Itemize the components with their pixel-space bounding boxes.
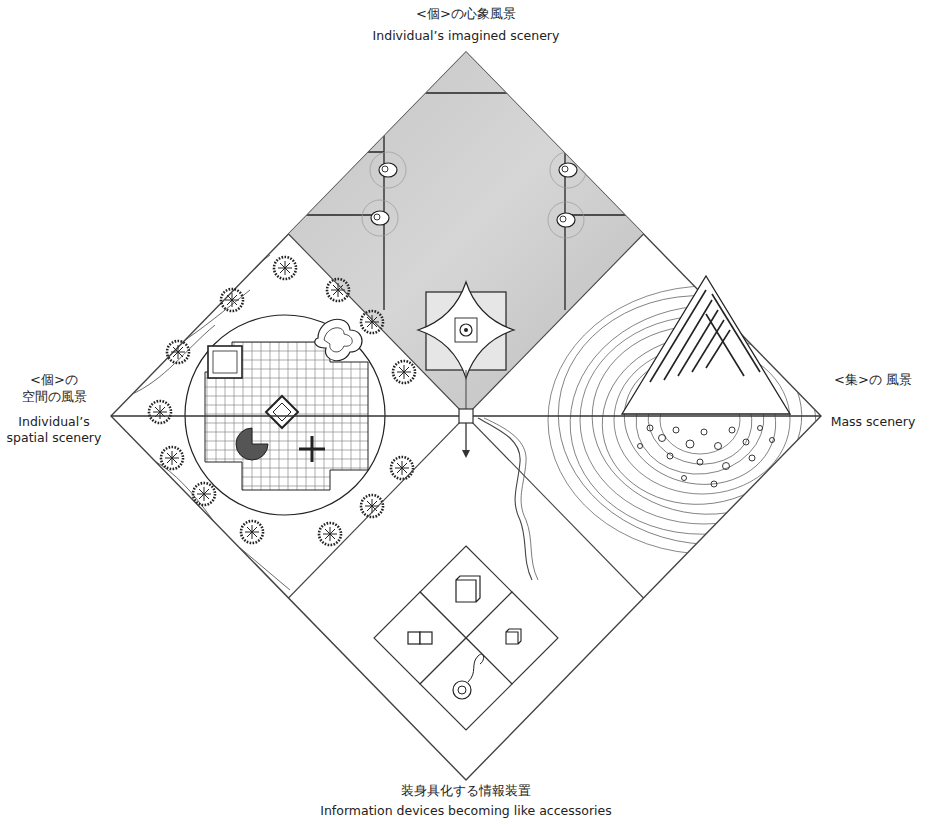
device-icon bbox=[420, 632, 432, 644]
pool-inner bbox=[324, 328, 352, 352]
frame-line bbox=[383, 93, 384, 310]
step-line bbox=[678, 310, 718, 376]
center-diamond-inner bbox=[273, 403, 291, 421]
contour-ring bbox=[548, 286, 868, 554]
crowd-dot bbox=[647, 425, 653, 431]
cross-mark bbox=[299, 436, 325, 462]
crowd-dot bbox=[743, 439, 749, 445]
tree-symbol bbox=[361, 311, 383, 333]
trees bbox=[149, 257, 415, 545]
frame-line bbox=[565, 151, 640, 152]
pavilion-inner bbox=[213, 351, 237, 373]
pond-symbol bbox=[550, 152, 586, 188]
device-icon bbox=[453, 681, 471, 699]
quarter-disc bbox=[236, 428, 268, 460]
device-icon bbox=[456, 576, 480, 602]
frame-line bbox=[300, 151, 384, 152]
device-icon bbox=[458, 686, 466, 694]
quadrant-heading-en: Information devices becoming like access… bbox=[246, 803, 686, 819]
crowd-dot bbox=[667, 453, 673, 459]
quadrant-heading-en: Mass scenery bbox=[823, 414, 923, 430]
tree-symbol bbox=[161, 447, 183, 469]
crowd-dots bbox=[638, 425, 775, 487]
crowd-dot bbox=[729, 427, 735, 433]
crowd-dot bbox=[686, 440, 694, 448]
crowd-dot bbox=[758, 426, 763, 431]
figure-dot bbox=[464, 328, 468, 332]
figure-symbol bbox=[460, 324, 472, 336]
quadrant-heading: 装身具化する情報装置 bbox=[256, 783, 676, 800]
pond-symbol bbox=[374, 78, 410, 114]
crowd-dot bbox=[711, 481, 717, 487]
pond-symbol bbox=[530, 76, 566, 112]
crowd-dot bbox=[770, 438, 775, 443]
outer-diamond bbox=[111, 52, 821, 780]
frame-line bbox=[565, 214, 635, 215]
tree-symbol bbox=[361, 495, 383, 517]
center-diamond bbox=[266, 396, 298, 428]
crowd-dot bbox=[638, 444, 643, 449]
contours bbox=[111, 250, 455, 590]
devices-quadrant bbox=[374, 546, 558, 730]
ponds bbox=[362, 76, 586, 238]
pond-symbol bbox=[548, 202, 584, 238]
tree-symbol bbox=[241, 521, 263, 543]
device-icon bbox=[408, 632, 420, 644]
pool-shape bbox=[315, 319, 362, 360]
pavilion bbox=[208, 346, 242, 378]
mass-scenery-quadrant bbox=[478, 276, 868, 580]
device-diamond bbox=[420, 638, 512, 730]
plaza-circle bbox=[185, 315, 385, 515]
tree-symbol bbox=[221, 289, 243, 311]
step-line bbox=[664, 300, 712, 380]
crowd-dot bbox=[749, 455, 755, 461]
step-line bbox=[650, 290, 706, 382]
contour-line bbox=[330, 480, 455, 580]
quadrant-heading: <個>の 空間の風景 bbox=[2, 372, 106, 406]
crowd-dot bbox=[659, 435, 666, 442]
step-line bbox=[706, 314, 744, 376]
frame-line bbox=[330, 92, 620, 93]
crowd-dot bbox=[673, 427, 679, 433]
tree-symbol bbox=[319, 523, 341, 545]
tree-symbol bbox=[149, 401, 171, 423]
quadrant-heading: <集>の 風景 bbox=[825, 372, 921, 389]
step-line bbox=[712, 294, 760, 372]
shrine-star bbox=[418, 282, 514, 378]
pyramid bbox=[622, 276, 790, 414]
frame-lines bbox=[300, 93, 640, 310]
center-square bbox=[459, 409, 473, 423]
device-strap bbox=[468, 654, 484, 682]
step-line bbox=[706, 330, 730, 368]
frame-line bbox=[564, 93, 565, 310]
tree-symbol bbox=[274, 257, 296, 279]
tree-symbol bbox=[327, 279, 349, 301]
quadrant-heading-en: Individual’s imagined scenery bbox=[256, 28, 676, 44]
quadrant-heading: <個>の心象風景 bbox=[256, 6, 676, 23]
tree-symbol bbox=[167, 341, 189, 363]
tree-symbol bbox=[393, 361, 415, 383]
pyramid-steps bbox=[650, 290, 760, 382]
crowd-dot bbox=[715, 443, 722, 450]
shrine-inner bbox=[455, 318, 477, 342]
quadrant-heading-en: Individual’s spatial scenery bbox=[1, 414, 107, 447]
tree-symbol bbox=[193, 483, 215, 505]
river-line bbox=[478, 418, 532, 580]
pond-symbol bbox=[370, 152, 406, 188]
spatial-scenery-quadrant bbox=[111, 250, 455, 590]
crowd-dot bbox=[701, 429, 707, 435]
axis-arrowhead bbox=[462, 450, 470, 458]
pond-symbol bbox=[362, 200, 398, 236]
crowd-dot bbox=[682, 476, 687, 481]
crowd-dot bbox=[697, 459, 703, 465]
crowd-dot bbox=[723, 463, 730, 470]
tree-symbol bbox=[391, 457, 413, 479]
device-icon bbox=[506, 629, 521, 644]
